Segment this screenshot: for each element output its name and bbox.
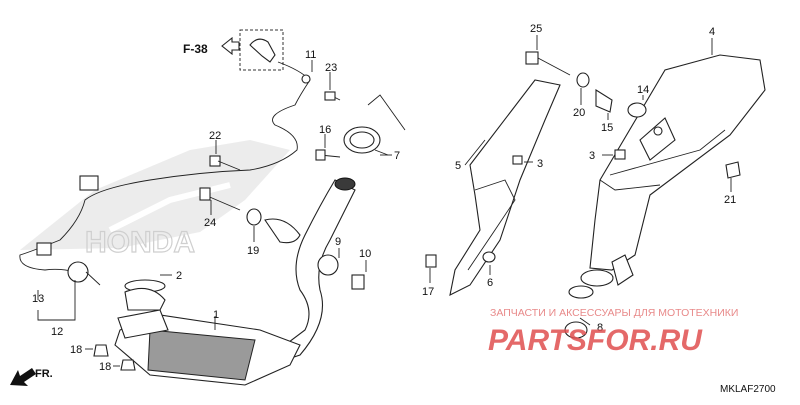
bolt-23	[324, 91, 336, 101]
nut-18a	[93, 344, 109, 357]
front-arrow-icon	[10, 368, 36, 386]
clamp-band-7	[343, 126, 389, 156]
grommet-3b	[614, 149, 626, 160]
honda-logo-text: HONDA	[85, 226, 195, 259]
callout-7: 7	[394, 150, 400, 162]
o2-sensor-cable	[19, 61, 311, 286]
callout-9: 9	[335, 236, 341, 248]
callout-2: 2	[176, 270, 182, 282]
bolt-17	[425, 254, 437, 268]
reference-label: F-38	[183, 42, 208, 56]
diagram-code: MKLAF2700	[720, 384, 776, 395]
callout-5: 5	[455, 160, 461, 172]
heat-protector	[425, 79, 561, 296]
bolt-24	[199, 187, 211, 201]
callout-1: 1	[213, 309, 219, 321]
muffler-fasteners	[525, 51, 741, 179]
callout-21: 21	[724, 194, 736, 206]
callout-13: 13	[32, 293, 44, 305]
nut-18b	[120, 359, 136, 371]
leader-lines	[37, 35, 732, 367]
callout-12: 12	[51, 326, 63, 338]
upper-fasteners	[199, 91, 341, 244]
callout-10: 10	[359, 248, 371, 260]
bolt-25	[525, 51, 539, 65]
reference-detail-box	[239, 29, 284, 71]
watermark: ЗАПЧАСТИ И АКСЕССУАРЫ ДЛЯ МОТОТЕХНИКИ PA…	[488, 307, 738, 357]
watermark-tagline: ЗАПЧАСТИ И АКСЕССУАРЫ ДЛЯ МОТОТЕХНИКИ	[490, 307, 738, 319]
o2-sensor	[67, 261, 89, 283]
gasket-8	[564, 321, 588, 339]
bracket-detail-icon	[249, 38, 276, 63]
washer-20	[576, 72, 590, 88]
callout-18b: 18	[99, 361, 111, 373]
callout-14: 14	[637, 84, 649, 96]
callout-6: 6	[487, 277, 493, 289]
callout-20: 20	[573, 107, 585, 119]
muffler	[564, 54, 766, 339]
callout-19: 19	[247, 245, 259, 257]
grommet-3a	[512, 155, 523, 165]
bolt-16	[315, 149, 326, 161]
callout-15: 15	[601, 122, 613, 134]
lower-left-fasteners	[93, 254, 365, 371]
callout-25: 25	[530, 23, 542, 35]
joint-flange	[124, 287, 166, 311]
callout-24: 24	[204, 217, 216, 229]
callout-numbers: 1 2 3 3 4 5 6 7 8 9 10 11 12 13 14 15 16…	[32, 23, 736, 373]
collar-14	[627, 102, 647, 118]
callout-23: 23	[325, 62, 337, 74]
callout-8: 8	[597, 322, 603, 334]
collar-10	[351, 274, 365, 290]
callout-3a: 3	[537, 158, 543, 170]
front-label: FR.	[35, 368, 53, 380]
washer-19	[246, 208, 262, 226]
callout-18a: 18	[70, 344, 82, 356]
callout-3b: 3	[589, 150, 595, 162]
callout-11: 11	[305, 49, 316, 61]
collar-6	[482, 251, 496, 263]
callout-17: 17	[422, 286, 434, 298]
watermark-brand: PARTSFOR.RU	[488, 324, 703, 357]
callout-22: 22	[209, 130, 221, 142]
reference-box: F-38	[183, 29, 284, 71]
muffler-mount	[639, 117, 676, 161]
rubber-15	[595, 89, 613, 113]
bracket-clamp	[264, 218, 301, 244]
reference-arrow-icon	[221, 36, 240, 56]
sensor-connector	[79, 175, 99, 191]
nut-21	[725, 161, 741, 179]
rubber-9	[317, 254, 339, 276]
exhaust-pipe	[114, 177, 356, 386]
nut-22	[209, 155, 221, 167]
callout-4: 4	[709, 26, 715, 38]
callout-16: 16	[319, 124, 331, 136]
honda-wing-logo: HONDA	[20, 140, 290, 260]
front-direction-indicator: FR.	[10, 368, 53, 386]
